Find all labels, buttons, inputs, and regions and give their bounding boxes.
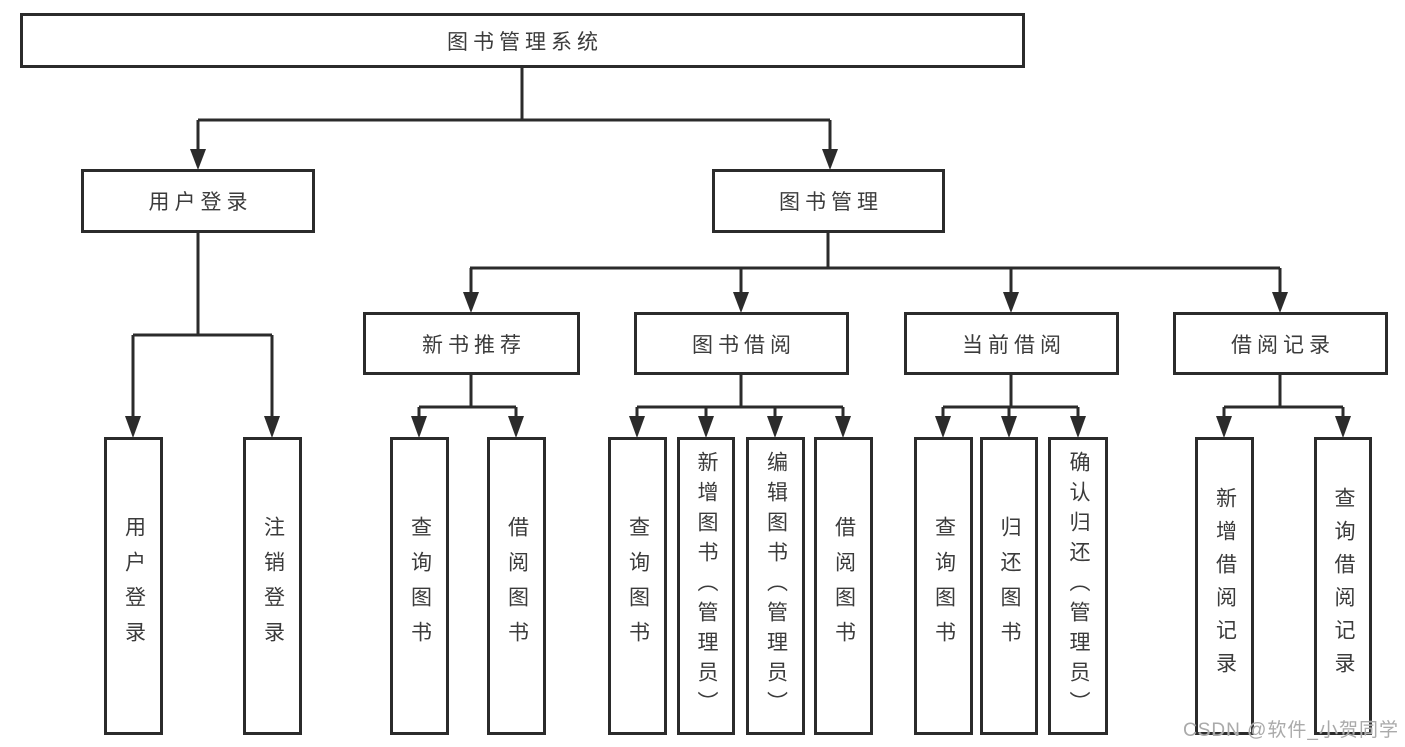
- tree-edges: [131, 68, 1345, 417]
- leaf-label: 查询图书: [626, 516, 650, 656]
- arrowhead-icon: [411, 416, 427, 438]
- leaf-label: 借阅图书: [505, 516, 529, 656]
- arrowhead-icon: [1003, 292, 1019, 313]
- leaf-query-books-current: 查询图书: [914, 437, 973, 735]
- leaf-edit-books-admin: 编辑图书（管理员）: [746, 437, 805, 735]
- arrowhead-icon: [629, 416, 645, 438]
- leaf-user-login: 用户登录: [104, 437, 163, 735]
- arrowhead-icon: [1070, 416, 1086, 438]
- leaf-query-borrow-record: 查询借阅记录: [1314, 437, 1372, 735]
- arrowhead-icon: [935, 416, 951, 438]
- leaf-label: 借阅图书: [832, 516, 856, 656]
- arrowhead-icon: [1272, 292, 1288, 313]
- leaf-logout: 注销登录: [243, 437, 302, 735]
- leaf-label: 查询图书: [932, 516, 956, 656]
- node-current-borrow: 当前借阅: [904, 312, 1119, 375]
- leaf-borrow-books-recommend: 借阅图书: [487, 437, 546, 735]
- arrowhead-icon: [1216, 416, 1232, 438]
- node-book-management: 图书管理: [712, 169, 945, 233]
- leaf-confirm-return-admin: 确认归还（管理员）: [1048, 437, 1108, 735]
- node-book-borrow: 图书借阅: [634, 312, 849, 375]
- node-library-system: 图书管理系统: [20, 13, 1025, 68]
- arrowhead-icon: [822, 149, 838, 170]
- node-new-book-recommend: 新书推荐: [363, 312, 580, 375]
- leaf-label: 查询图书: [408, 516, 432, 656]
- arrowhead-icon: [1335, 416, 1351, 438]
- leaf-label: 用户登录: [122, 516, 146, 656]
- leaf-query-books-recommend: 查询图书: [390, 437, 449, 735]
- leaf-label: 注销登录: [261, 516, 285, 656]
- arrowheads: [125, 149, 1351, 438]
- leaf-label: 新增图书（管理员）: [695, 451, 718, 721]
- node-user-login: 用户登录: [81, 169, 315, 233]
- arrowhead-icon: [733, 292, 749, 313]
- arrowhead-icon: [508, 416, 524, 438]
- leaf-label: 新增借阅记录: [1213, 487, 1237, 685]
- leaf-label: 归还图书: [998, 516, 1021, 656]
- arrowhead-icon: [463, 292, 479, 313]
- arrowhead-icon: [1001, 416, 1017, 438]
- arrowhead-icon: [190, 149, 206, 170]
- arrowhead-icon: [125, 416, 141, 438]
- arrowhead-icon: [767, 416, 783, 438]
- node-borrow-records: 借阅记录: [1173, 312, 1388, 375]
- leaf-add-borrow-record: 新增借阅记录: [1195, 437, 1254, 735]
- leaf-label: 查询借阅记录: [1332, 487, 1355, 685]
- leaf-add-books-admin: 新增图书（管理员）: [677, 437, 735, 735]
- leaf-query-books-borrow: 查询图书: [608, 437, 667, 735]
- arrowhead-icon: [698, 416, 714, 438]
- leaf-label: 编辑图书（管理员）: [764, 451, 788, 721]
- csdn-watermark: CSDN @软件_小贺同学: [1183, 720, 1399, 741]
- leaf-return-books: 归还图书: [980, 437, 1038, 735]
- leaf-label: 确认归还（管理员）: [1067, 451, 1090, 721]
- arrowhead-icon: [835, 416, 851, 438]
- arrowhead-icon: [264, 416, 280, 438]
- leaf-borrow-books: 借阅图书: [814, 437, 873, 735]
